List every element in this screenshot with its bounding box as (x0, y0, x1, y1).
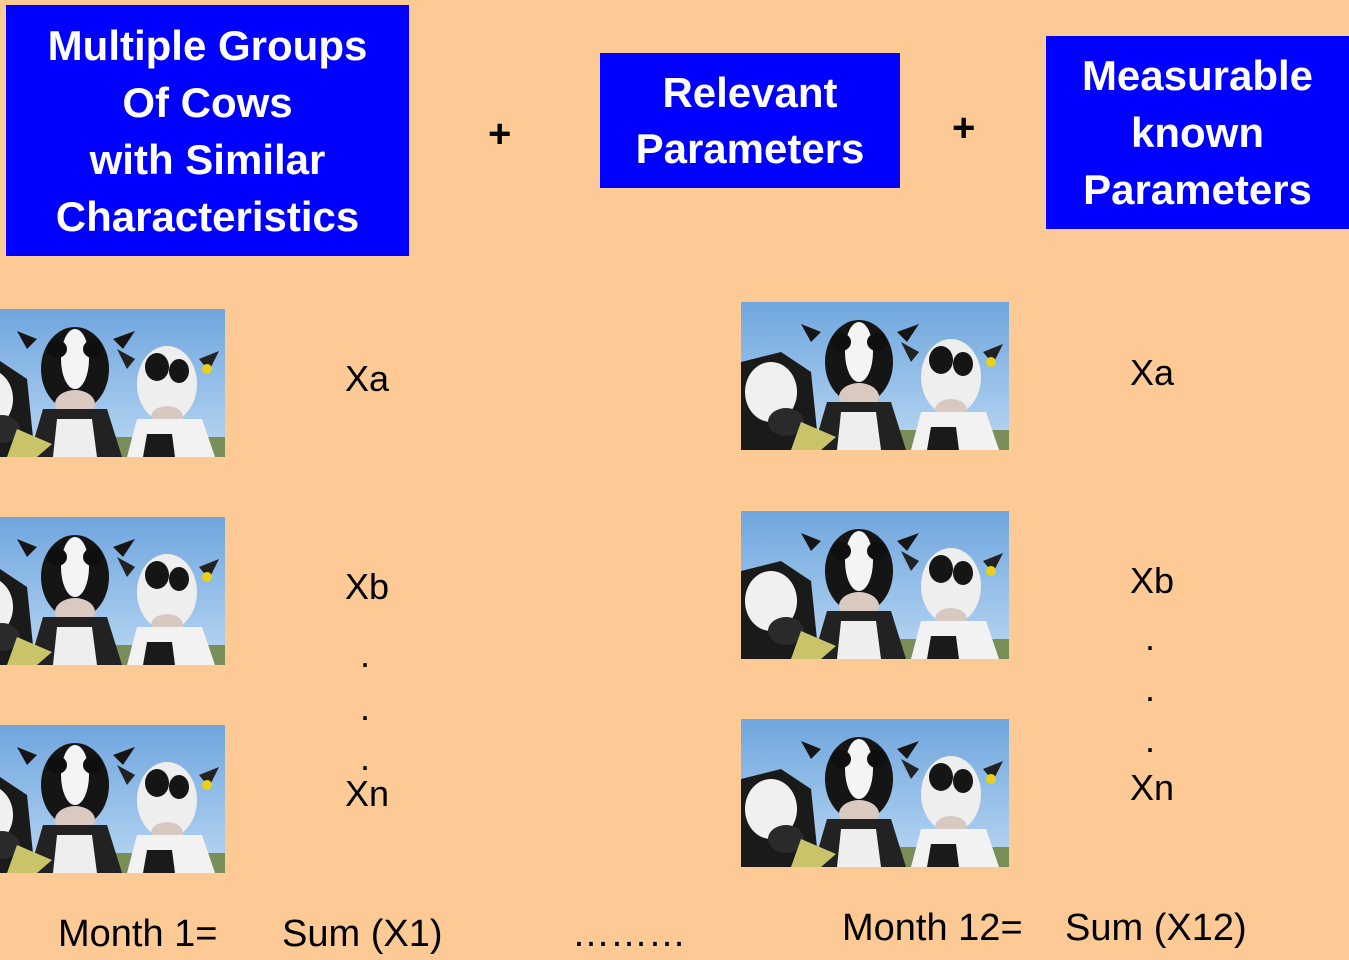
right-label-xb: Xb (1130, 560, 1175, 601)
left-label-xb: Xb (345, 566, 390, 607)
cow-groups-box: Multiple Groups Of Cows with Similar Cha… (6, 5, 409, 256)
right-dot-2: . (1145, 668, 1156, 709)
relevant-parameters-box: Relevant Parameters (600, 53, 900, 188)
cow-photo-left-n (0, 725, 225, 873)
month-1-label: Month 1= (58, 913, 218, 955)
right-label-xa: Xa (1130, 352, 1175, 393)
sum-x1: Sum (X1) (282, 913, 443, 955)
left-label-xn: Xn (345, 773, 390, 814)
cow-photo-right-b (741, 511, 1009, 659)
left-dot-3: . (360, 737, 371, 778)
sum-x12: Sum (X12) (1065, 907, 1247, 949)
cow-groups-text: Multiple Groups Of Cows with Similar Cha… (47, 21, 368, 240)
right-dot-1: . (1145, 617, 1156, 658)
cow-photo-right-a (741, 302, 1009, 450)
measurable-parameters-box: Measurable known Parameters (1046, 36, 1349, 229)
right-label-xn: Xn (1130, 767, 1175, 808)
plus-sign-1: + (488, 112, 512, 156)
cow-photo-right-n (741, 719, 1009, 867)
cow-photo-left-a (0, 309, 225, 457)
relevant-parameters-text: Relevant Parameters (635, 68, 865, 172)
measurable-parameters-text: Measurable known Parameters (1081, 52, 1314, 213)
left-label-xa: Xa (345, 358, 390, 399)
plus-sign-2: + (952, 106, 976, 150)
left-dot-1: . (360, 634, 371, 675)
right-dot-3: . (1145, 719, 1156, 760)
ellipsis: ……… (572, 913, 686, 955)
left-dot-2: . (360, 687, 371, 728)
cow-photo-left-b (0, 517, 225, 665)
month-12-label: Month 12= (842, 907, 1023, 949)
